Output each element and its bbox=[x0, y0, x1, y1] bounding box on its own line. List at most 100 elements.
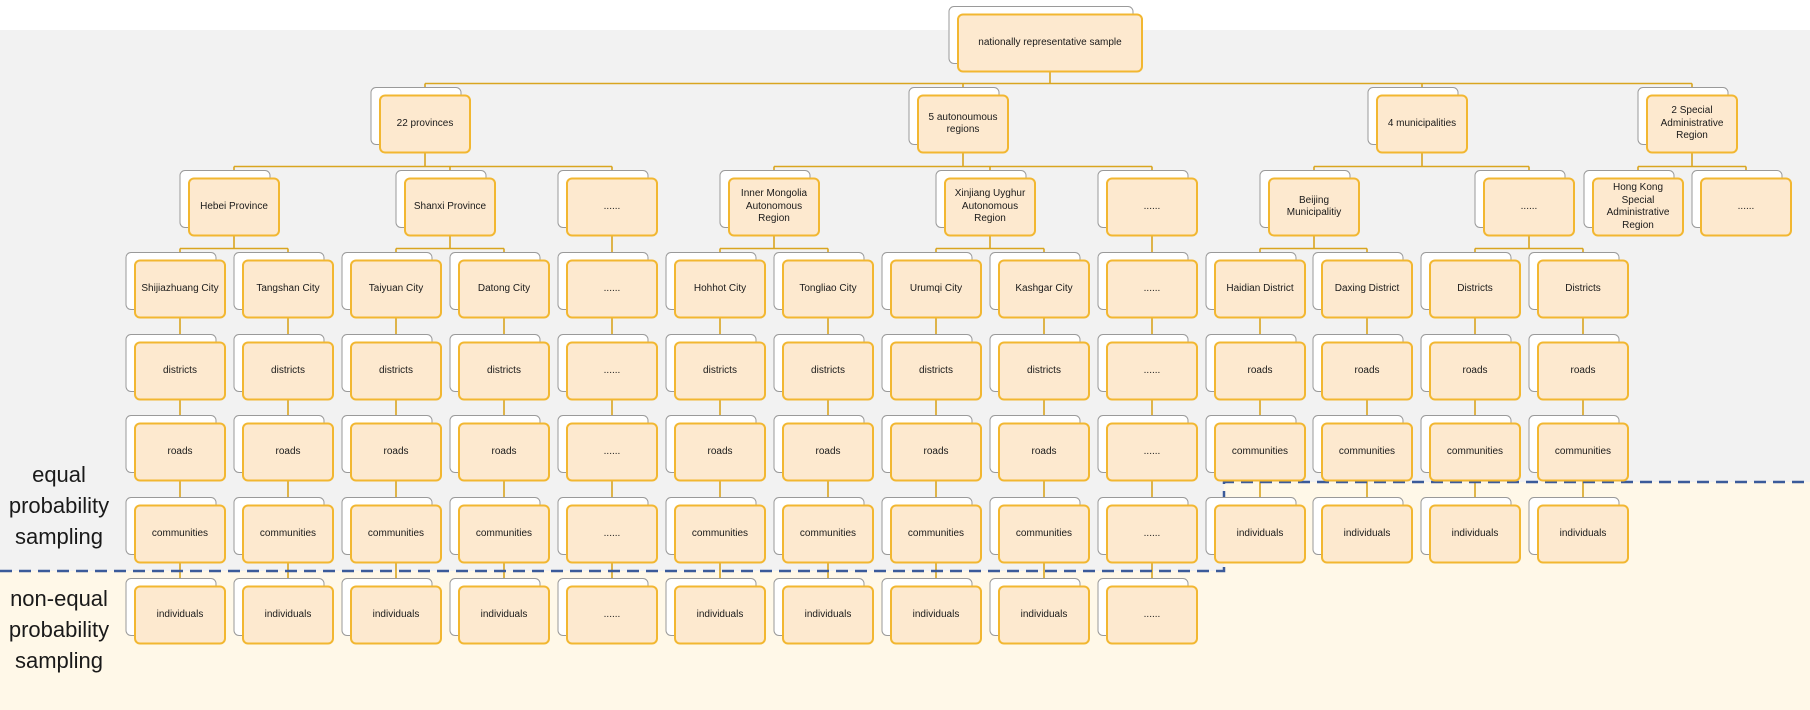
node-beijing-box bbox=[1268, 177, 1360, 237]
node-hd_c-box bbox=[1214, 422, 1306, 482]
node-ts_r-box bbox=[242, 422, 334, 482]
node-dx_r-box bbox=[1321, 341, 1413, 401]
node-hh_i bbox=[665, 578, 766, 645]
node-pe1-box bbox=[566, 259, 658, 319]
node-dt bbox=[449, 252, 550, 319]
node-prov-box bbox=[379, 94, 471, 154]
node-pe5-label: ...... bbox=[603, 608, 621, 620]
node-xinj-box bbox=[944, 177, 1036, 237]
node-ks_r bbox=[989, 415, 1090, 482]
node-hh_r bbox=[665, 415, 766, 482]
node-tl bbox=[773, 252, 874, 319]
node-dx_i-label: individuals bbox=[1343, 527, 1391, 539]
node-ts_i-box bbox=[242, 585, 334, 645]
node-root-box bbox=[957, 13, 1143, 73]
node-ks_i bbox=[989, 578, 1090, 645]
node-dt_r-label: roads bbox=[491, 445, 517, 457]
node-md2-box bbox=[1537, 259, 1629, 319]
node-auto-box bbox=[917, 94, 1009, 154]
node-hd_i bbox=[1205, 497, 1306, 564]
node-ks_d bbox=[989, 334, 1090, 401]
node-auto_etc-label: ...... bbox=[1143, 200, 1161, 212]
node-ts_d bbox=[233, 334, 334, 401]
node-tl_c bbox=[773, 497, 874, 564]
node-pe3-label: ...... bbox=[603, 445, 621, 457]
node-dx_c bbox=[1312, 415, 1413, 482]
node-pe4 bbox=[557, 497, 658, 564]
node-ts_i-label: individuals bbox=[264, 608, 312, 620]
nodes-layer bbox=[125, 6, 1792, 645]
node-dx-label: Daxing District bbox=[1334, 282, 1400, 294]
node-sar_etc-label: ...... bbox=[1737, 200, 1755, 212]
node-ty-label: Taiyuan City bbox=[368, 282, 424, 294]
node-ks bbox=[989, 252, 1090, 319]
node-pe5 bbox=[557, 578, 658, 645]
node-ae4-box bbox=[1106, 504, 1198, 564]
node-ae2 bbox=[1097, 334, 1198, 401]
node-prov-label: 22 provinces bbox=[396, 117, 454, 129]
node-hh_d bbox=[665, 334, 766, 401]
node-pe3-box bbox=[566, 422, 658, 482]
node-tl-box bbox=[782, 259, 874, 319]
node-root bbox=[948, 6, 1143, 73]
node-hd_r-label: roads bbox=[1247, 364, 1273, 376]
node-xinj bbox=[935, 170, 1036, 237]
node-ae4 bbox=[1097, 497, 1198, 564]
node-ur_d bbox=[881, 334, 982, 401]
node-sjz_i bbox=[125, 578, 226, 645]
node-auto_etc-box bbox=[1106, 177, 1198, 237]
node-md2_i bbox=[1528, 497, 1629, 564]
node-sar-box bbox=[1646, 94, 1738, 154]
node-ur_d-box bbox=[890, 341, 982, 401]
node-ty bbox=[341, 252, 442, 319]
node-ae1-box bbox=[1106, 259, 1198, 319]
node-ts_d-box bbox=[242, 341, 334, 401]
node-hh_d-label: districts bbox=[703, 364, 737, 376]
node-dx_i-box bbox=[1321, 504, 1413, 564]
node-dt_c bbox=[449, 497, 550, 564]
node-ae2-box bbox=[1106, 341, 1198, 401]
node-ks_i-label: individuals bbox=[1020, 608, 1068, 620]
node-md1-label: Districts bbox=[1457, 282, 1493, 294]
node-muni-label: 4 municipalities bbox=[1387, 117, 1457, 129]
node-pe1 bbox=[557, 252, 658, 319]
node-ty_i bbox=[341, 578, 442, 645]
node-muni bbox=[1367, 87, 1468, 154]
node-ur bbox=[881, 252, 982, 319]
node-hebei bbox=[179, 170, 280, 237]
node-ae1 bbox=[1097, 252, 1198, 319]
node-sar-label: 2 Special Administrative Region bbox=[1660, 105, 1724, 142]
node-hebei-label: Hebei Province bbox=[200, 200, 268, 212]
node-sjz_c bbox=[125, 497, 226, 564]
node-dt_d bbox=[449, 334, 550, 401]
node-ks_d-label: districts bbox=[1027, 364, 1061, 376]
node-pe4-label: ...... bbox=[603, 527, 621, 539]
node-tl_d-label: districts bbox=[811, 364, 845, 376]
node-dx_r-label: roads bbox=[1354, 364, 1380, 376]
node-dx_c-label: communities bbox=[1338, 445, 1396, 457]
node-ae5-box bbox=[1106, 585, 1198, 645]
node-tl_i bbox=[773, 578, 874, 645]
node-md2_i-label: individuals bbox=[1559, 527, 1607, 539]
node-ks_d-box bbox=[998, 341, 1090, 401]
node-dt_r-box bbox=[458, 422, 550, 482]
node-sjz_r-label: roads bbox=[167, 445, 193, 457]
node-sjz_d-box bbox=[134, 341, 226, 401]
node-ts-box bbox=[242, 259, 334, 319]
node-tl_c-label: communities bbox=[799, 527, 857, 539]
node-dx_i bbox=[1312, 497, 1413, 564]
node-ts_d-label: districts bbox=[271, 364, 305, 376]
node-dx bbox=[1312, 252, 1413, 319]
node-sjz_r-box bbox=[134, 422, 226, 482]
node-ur_c-label: communities bbox=[907, 527, 965, 539]
node-md1_r bbox=[1420, 334, 1521, 401]
node-ae3-box bbox=[1106, 422, 1198, 482]
node-ae4-label: ...... bbox=[1143, 527, 1161, 539]
node-ty_d bbox=[341, 334, 442, 401]
node-ty_r-label: roads bbox=[383, 445, 409, 457]
node-hh_r-box bbox=[674, 422, 766, 482]
node-pe2-label: ...... bbox=[603, 364, 621, 376]
node-md1_i-box bbox=[1429, 504, 1521, 564]
node-md2_r-label: roads bbox=[1570, 364, 1596, 376]
node-md1_c-box bbox=[1429, 422, 1521, 482]
